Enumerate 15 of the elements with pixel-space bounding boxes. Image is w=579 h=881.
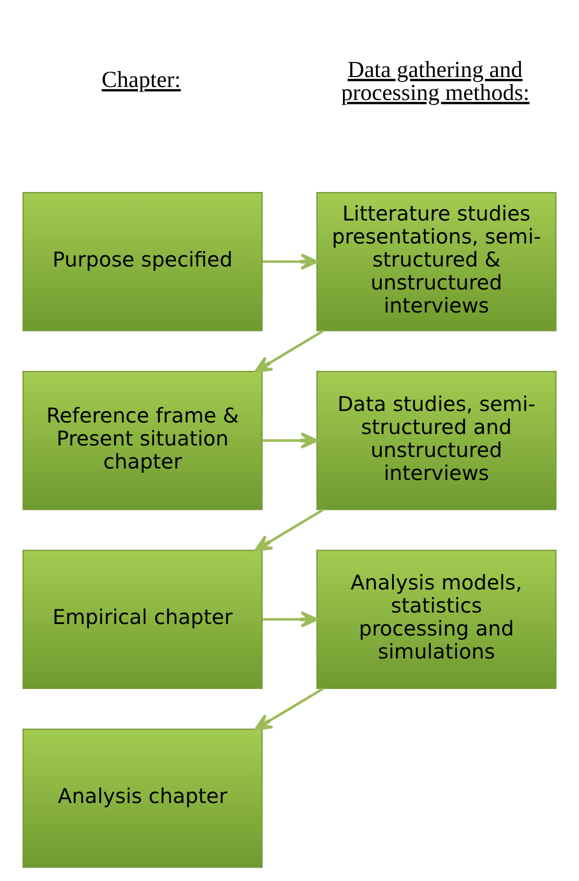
arrow	[254, 508, 324, 552]
arrow	[262, 253, 318, 270]
label: Chapter:	[102, 67, 181, 92]
arrow	[254, 330, 324, 373]
node-box: Analysis chapter	[22, 728, 263, 868]
node-box: Analysis models, statistics processing and simulations	[316, 550, 557, 689]
node-box: Litterature studies presentations, semi-structured & unstructured interviews	[316, 192, 557, 332]
node-box: Empirical chapter	[22, 550, 263, 689]
label: Data gathering and processing methods:	[341, 56, 530, 105]
node-box: Purpose specified	[22, 192, 263, 332]
node-box: Data studies, semi-structured and unstructured interviews	[316, 370, 557, 510]
arrow	[254, 687, 324, 730]
node-box: Reference frame & Present situation chapter	[22, 370, 263, 510]
arrow	[262, 611, 318, 628]
arrow	[262, 432, 318, 449]
